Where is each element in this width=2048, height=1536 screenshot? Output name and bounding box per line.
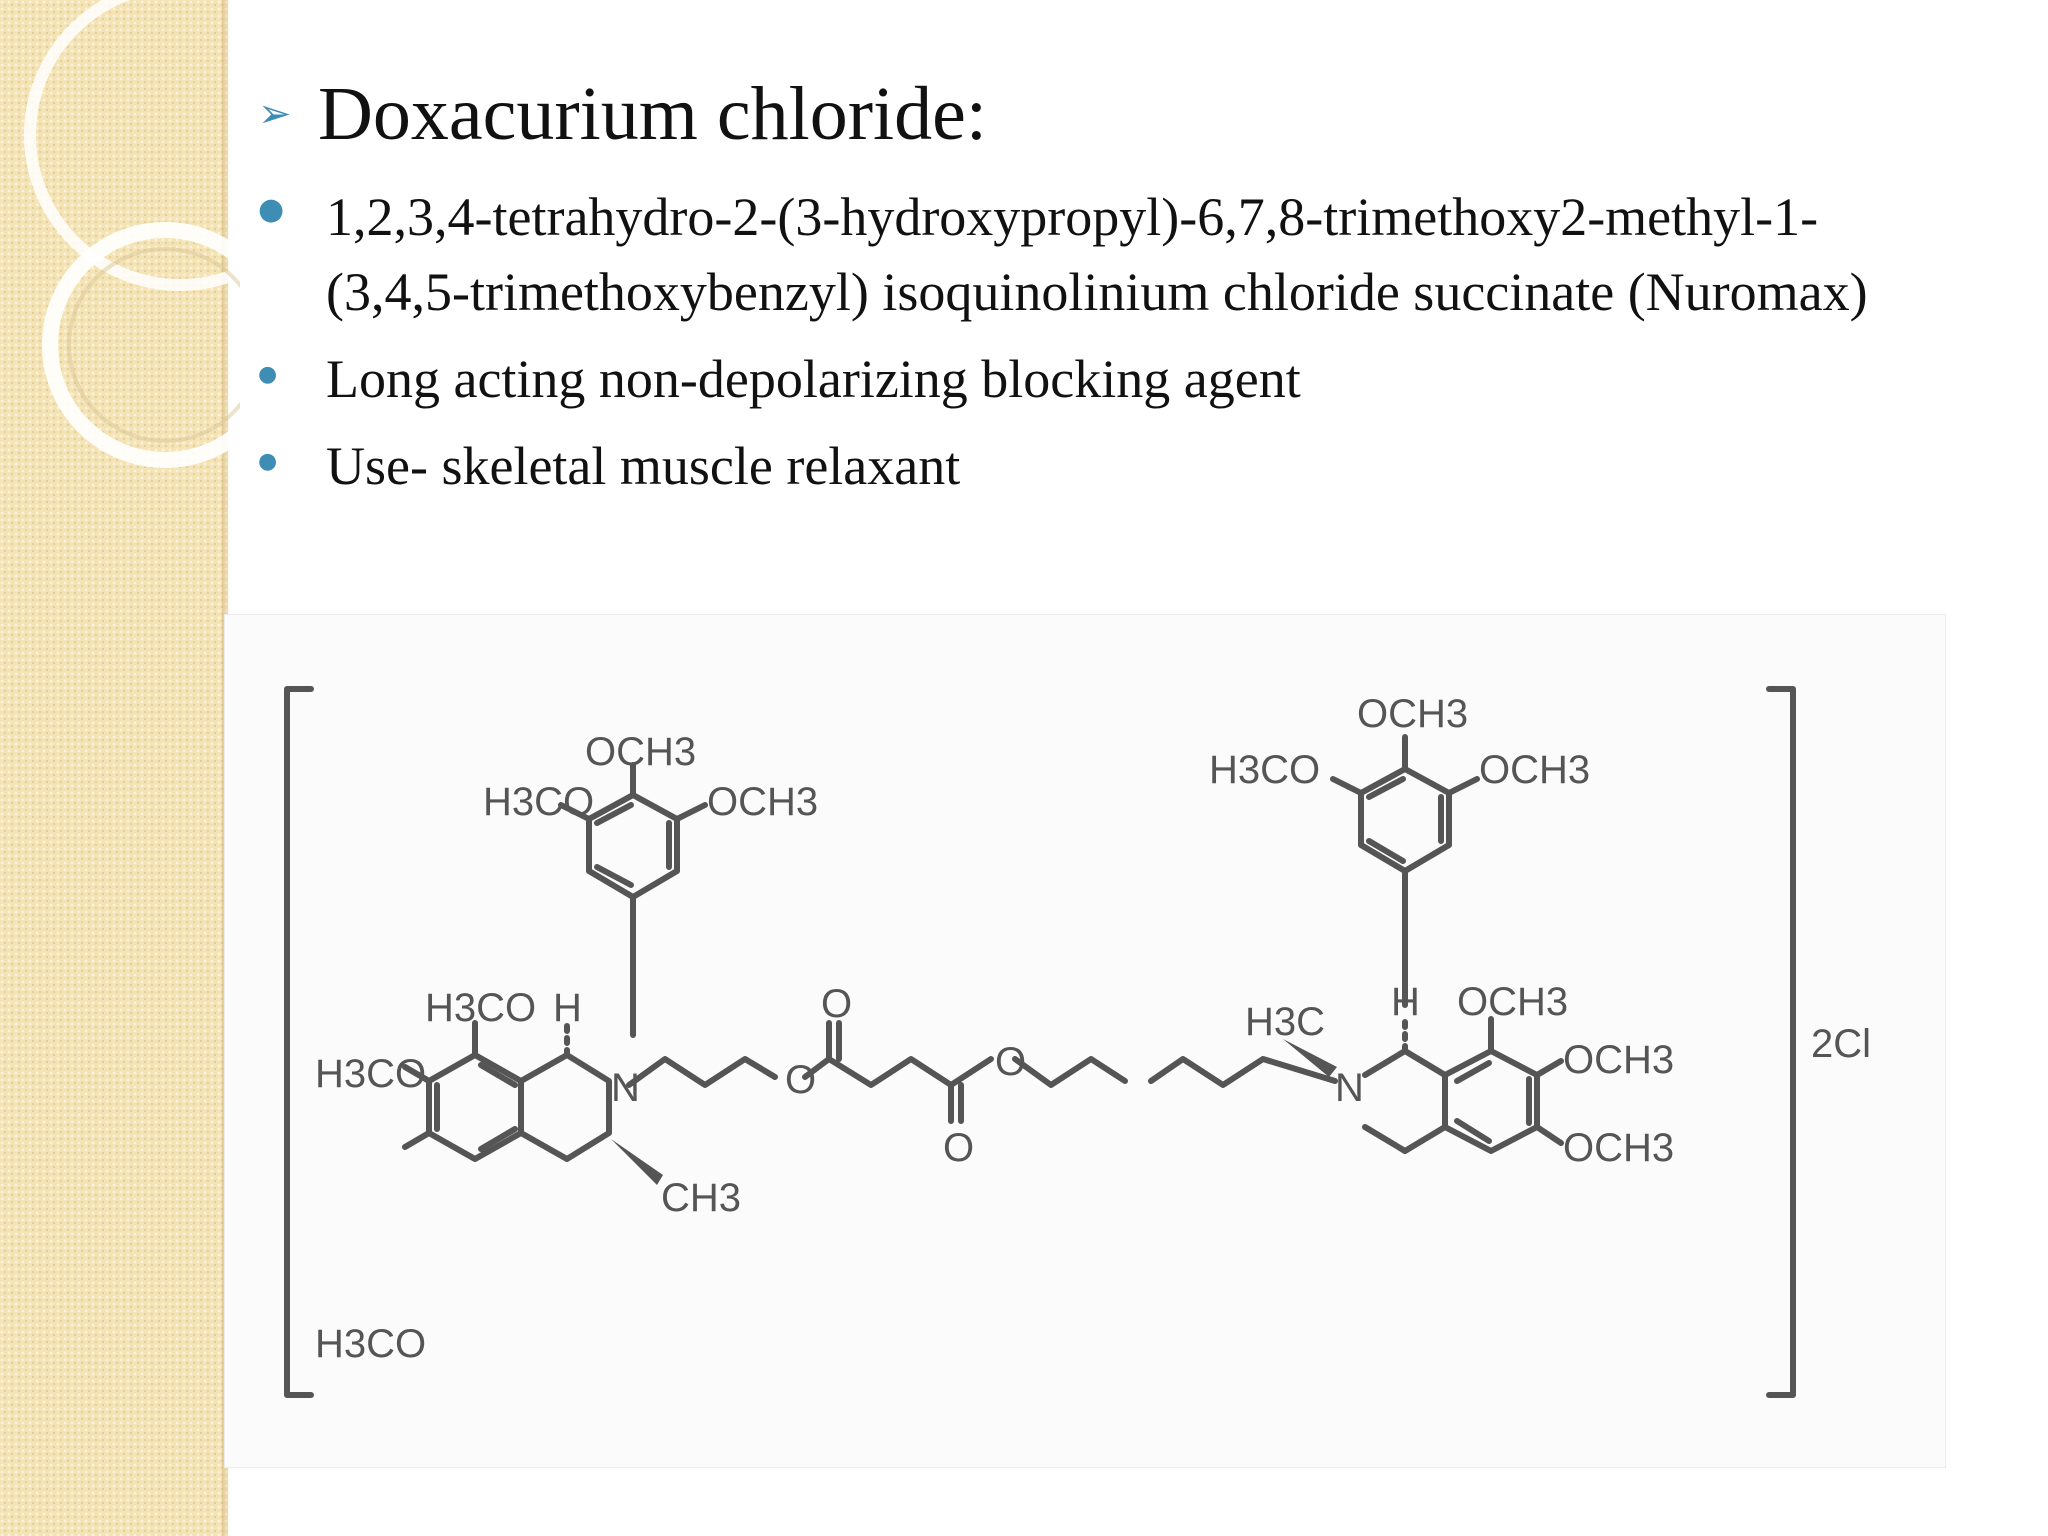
atom-label: H [553,986,582,1030]
atom-label: OCH3 [1563,1126,1674,1170]
wedge-bond [611,1139,663,1185]
atom-label: OCH3 [1563,1038,1674,1082]
ring-large [24,0,240,291]
ring-small [42,222,240,468]
atom-label: O [995,1040,1026,1084]
atom-label: CH3 [661,1176,741,1220]
slide-title: Doxacurium chloride: [318,72,988,156]
atom-label: H [1391,980,1420,1024]
bullet-item: ● Use- skeletal muscle relaxant [258,429,2018,504]
structure-bonds [284,686,1796,1398]
slide-content: ➢ Doxacurium chloride: ● 1,2,3,4-tetrahy… [258,60,2018,504]
bullet-item: ● 1,2,3,4-tetrahydro-2-(3-hydroxypropyl)… [258,180,2018,330]
counter-ion-label: 2Cl [1811,1022,1871,1066]
atom-label: OCH3 [1479,748,1590,792]
bullet-text: Long acting non-depolarizing blocking ag… [326,349,1301,409]
atom-label: OCH3 [1457,980,1568,1024]
decorative-side-band [0,0,228,1536]
atom-label: H3CO [315,1052,426,1096]
wedge-bond [1283,1039,1337,1077]
round-bullet-icon: ● [258,449,278,474]
atom-label: H3C [1245,1000,1325,1044]
atom-label: H3CO [315,1322,426,1366]
round-bullet-icon: ● [258,192,285,227]
bullet-text: Use- skeletal muscle relaxant [326,436,961,496]
chemical-structure-image: OCH3 H3CO OCH3 H3CO H H3CO H3CO N CH3 O … [224,614,1946,1468]
ring-small-inner [67,247,240,443]
round-bullet-icon: ● [258,362,278,387]
atom-labels: OCH3 H3CO OCH3 H3CO H H3CO H3CO N CH3 O … [315,692,1871,1366]
doxacurium-structure-diagram: OCH3 H3CO OCH3 H3CO H H3CO H3CO N CH3 O … [284,686,1871,1398]
title-row: ➢ Doxacurium chloride: [258,60,2018,168]
atom-label: OCH3 [1357,692,1468,736]
atom-label: H3CO [1209,748,1320,792]
atom-label: O [785,1058,816,1102]
atom-label: H3CO [483,780,594,824]
atom-label: H3CO [425,986,536,1030]
arrowhead-bullet-icon: ➢ [258,91,292,137]
chemical-name-text: 1,2,3,4-tetrahydro-2-(3-hydroxypropyl)-6… [326,187,1868,322]
atom-label: OCH3 [707,780,818,824]
decorative-rings [24,0,240,468]
atom-label: OCH3 [585,730,696,774]
atom-label: N [1335,1066,1364,1110]
atom-label: N [611,1066,640,1110]
bullet-item: ● Long acting non-depolarizing blocking … [258,342,2018,417]
atom-label: O [943,1126,974,1170]
atom-label: O [821,982,852,1026]
